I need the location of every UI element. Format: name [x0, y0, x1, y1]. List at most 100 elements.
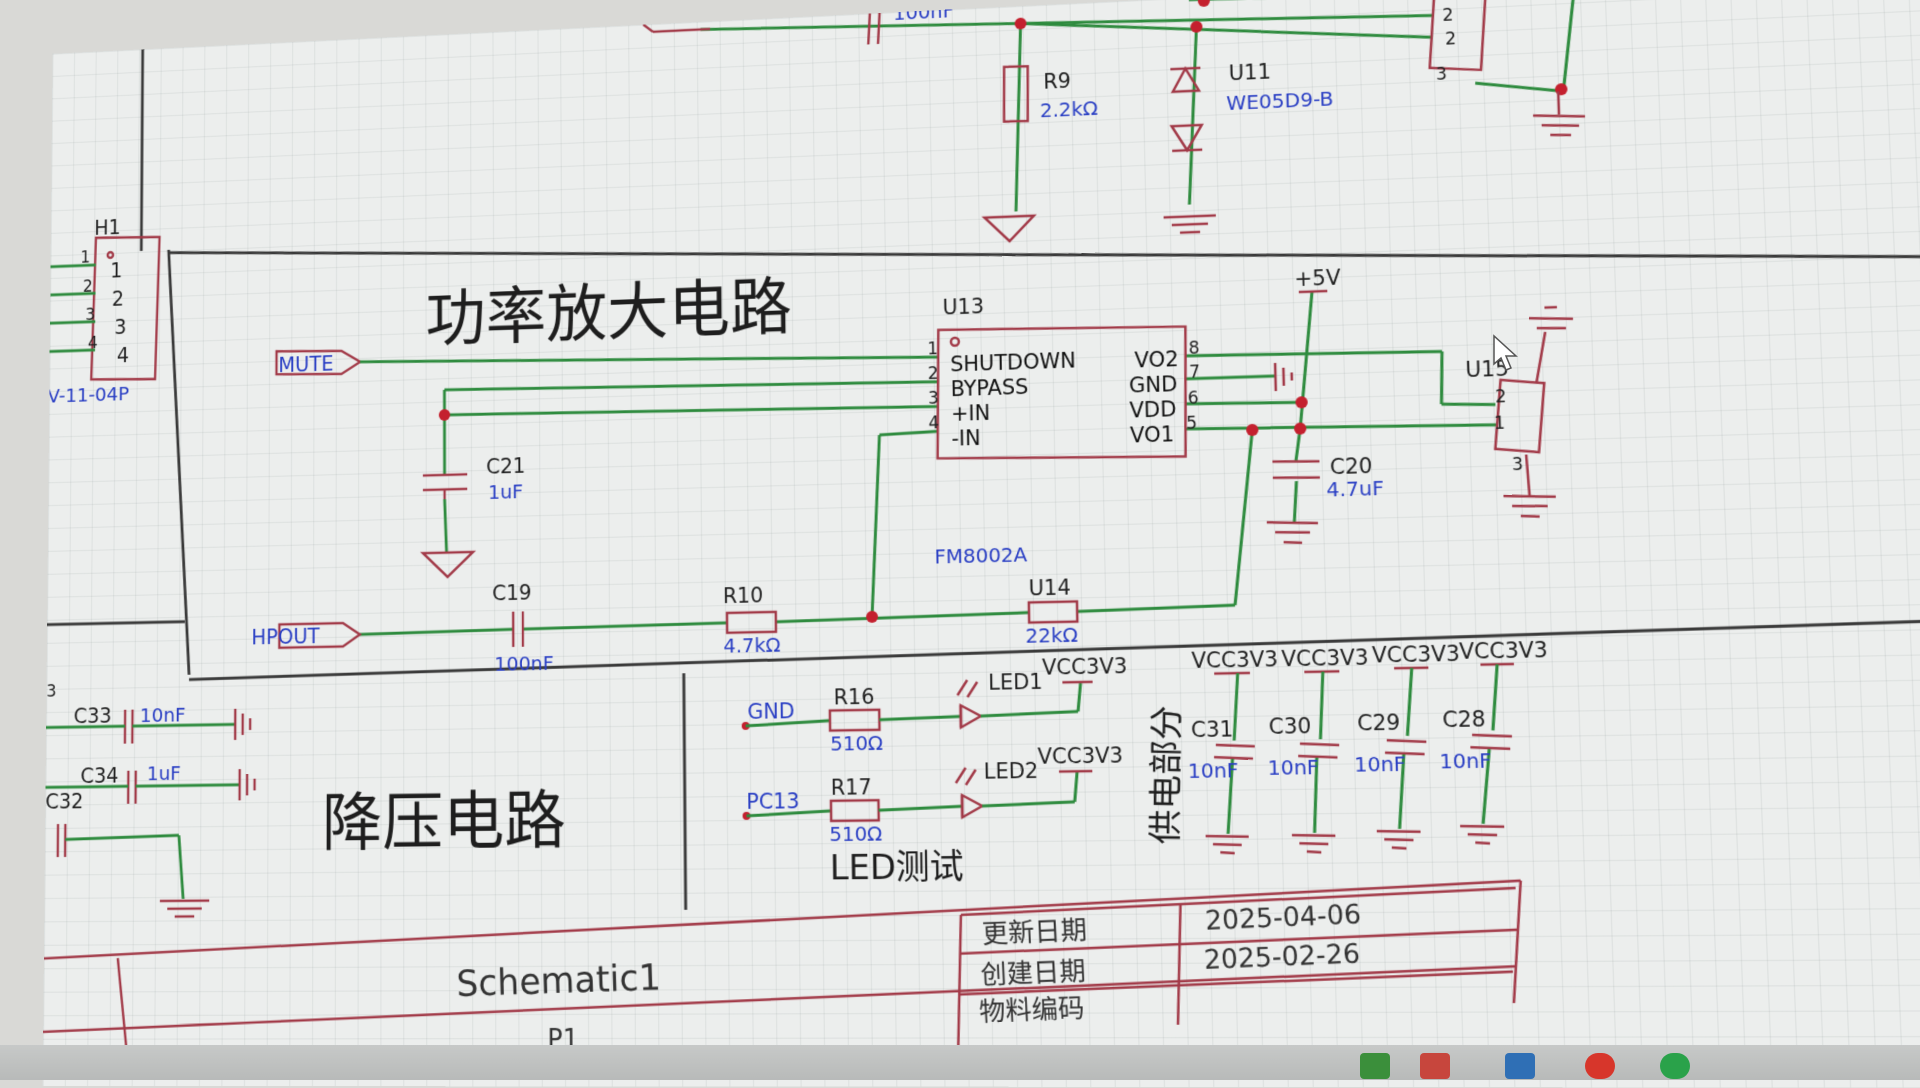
u13-right-pins: VO2 8 GND 7 VDD 6 VO1 5 — [1128, 338, 1202, 448]
u11-value: WE05D9-B — [1226, 87, 1334, 115]
svg-text:SHUTDOWN: SHUTDOWN — [950, 348, 1076, 377]
junction-vo1 — [1246, 424, 1258, 436]
supply-title: 供电部分 — [1145, 705, 1187, 844]
r10-value: 4.7kΩ — [723, 633, 781, 658]
c32-designator: C32 — [45, 789, 83, 814]
r9-designator: R9 — [1043, 68, 1071, 94]
u14-designator: U14 — [1028, 575, 1071, 601]
h1-pin-2: 2 — [83, 277, 93, 296]
frame-left-mid — [166, 249, 192, 675]
junction-bypass — [439, 409, 450, 421]
junction-top-2 — [1190, 21, 1202, 33]
connector-top-right: 2 2 3 — [1427, 0, 1585, 141]
section-divider-led — [684, 673, 686, 910]
mouse-cursor-icon — [1492, 334, 1522, 374]
c34-designator: C34 — [80, 763, 118, 788]
r17-value: 510Ω — [829, 822, 882, 847]
top-capacitor — [643, 13, 880, 55]
svg-text:8: 8 — [1188, 338, 1199, 358]
u13-designator: U13 — [942, 294, 984, 320]
c31-designator: C31 — [1191, 716, 1234, 742]
h1-pin-4: 4 — [88, 333, 98, 352]
u13-left-pins: 1 SHUTDOWN 2 BYPASS 3 +IN 4 -IN — [927, 334, 1077, 451]
taskbar-folder-icon[interactable] — [1505, 1053, 1535, 1079]
svg-text:2: 2 — [1495, 386, 1507, 406]
taskbar-app-icon[interactable] — [1585, 1053, 1615, 1079]
taskbar-app-icon[interactable] — [1660, 1053, 1690, 1079]
c29-designator: C29 — [1357, 710, 1401, 736]
r10-designator: R10 — [723, 583, 763, 608]
u14-value: 22kΩ — [1025, 623, 1078, 648]
svg-text:BYPASS: BYPASS — [951, 374, 1029, 401]
hpout-label: HPOUT — [251, 624, 320, 650]
header-h1 — [49, 235, 159, 382]
c29-value: 10nF — [1354, 752, 1406, 777]
taskbar — [0, 1045, 1920, 1080]
resistor-r9 — [982, 66, 1034, 242]
taskbar-app-icon[interactable] — [1360, 1053, 1390, 1079]
create-date-label: 创建日期 — [980, 956, 1087, 991]
svg-text:4: 4 — [928, 413, 939, 433]
tvs-u11 — [1160, 67, 1216, 233]
led2-designator: LED2 — [983, 758, 1038, 784]
svg-text:3: 3 — [928, 388, 939, 408]
c21-value: 1uF — [488, 480, 523, 504]
c31-vcc: VCC3V3 — [1191, 646, 1278, 673]
c33-designator: C33 — [74, 704, 112, 729]
h1-pin-3: 3 — [85, 305, 95, 324]
svg-text:3: 3 — [1512, 454, 1524, 474]
junction-top-1 — [1015, 17, 1027, 29]
h1-inner-1: 1 — [110, 259, 122, 283]
svg-text:VDD: VDD — [1129, 396, 1177, 422]
c30-value: 10nF — [1267, 755, 1319, 780]
gnd-u13-pin7 — [1275, 362, 1292, 391]
u11-designator: U11 — [1228, 59, 1271, 85]
svg-text:6: 6 — [1187, 388, 1198, 408]
c28-vcc: VCC3V3 — [1459, 637, 1548, 664]
c31-value: 10nF — [1188, 758, 1239, 783]
schematic-sheet: 100nF R9 2.2kΩ U11 WE05D9-B 2 2 3 H1 1 2 — [43, 0, 1920, 1088]
taskbar-app-icon[interactable] — [1420, 1053, 1450, 1079]
svg-text:7: 7 — [1189, 362, 1200, 382]
r17-designator: R17 — [831, 774, 872, 800]
frame-left-top — [141, 49, 142, 251]
svg-text:3: 3 — [46, 682, 56, 701]
h1-pin-1: 1 — [80, 248, 90, 267]
c30-vcc: VCC3V3 — [1281, 645, 1369, 672]
top-cap-value: 100nF — [893, 0, 954, 25]
h1-designator: H1 — [94, 215, 121, 239]
led-test-title: LED测试 — [830, 847, 964, 888]
plus5v-label: +5V — [1294, 265, 1341, 292]
gnd-net-label: GND — [747, 698, 794, 724]
frame-right — [1890, 0, 1920, 948]
plus5v-symbol — [1299, 291, 1328, 292]
svg-text:VO2: VO2 — [1134, 346, 1179, 372]
create-date: 2025-02-26 — [1203, 938, 1361, 975]
c33-value: 10nF — [140, 703, 186, 727]
c30-designator: C30 — [1268, 713, 1311, 739]
buck-title: 降压电路 — [322, 783, 566, 860]
mute-label: MUTE — [278, 352, 333, 378]
junction-vdd-2 — [1295, 396, 1308, 408]
c19-designator: C19 — [492, 580, 531, 605]
junction-in — [866, 611, 878, 623]
resistor-u14 — [1029, 601, 1078, 622]
svg-text:GND: GND — [1129, 371, 1178, 397]
material-code-label: 物料编码 — [978, 993, 1085, 1028]
svg-text:5: 5 — [1186, 413, 1197, 433]
resistor-r10 — [727, 612, 776, 633]
c28-designator: C28 — [1442, 706, 1486, 732]
h1-inner-4: 4 — [117, 343, 129, 367]
led1-designator: LED1 — [988, 669, 1043, 695]
junction-top-3 — [1198, 0, 1210, 7]
cap-c20 — [1265, 460, 1321, 543]
c28-value: 10nF — [1439, 748, 1492, 773]
c20-designator: C20 — [1330, 453, 1373, 479]
h1-inner-3: 3 — [114, 315, 126, 339]
section-divider-left — [47, 622, 185, 625]
cap-c19 — [513, 611, 523, 647]
c20-value: 4.7uF — [1326, 476, 1384, 502]
cap-c21 — [423, 474, 473, 577]
h1-inner-2: 2 — [112, 287, 124, 311]
